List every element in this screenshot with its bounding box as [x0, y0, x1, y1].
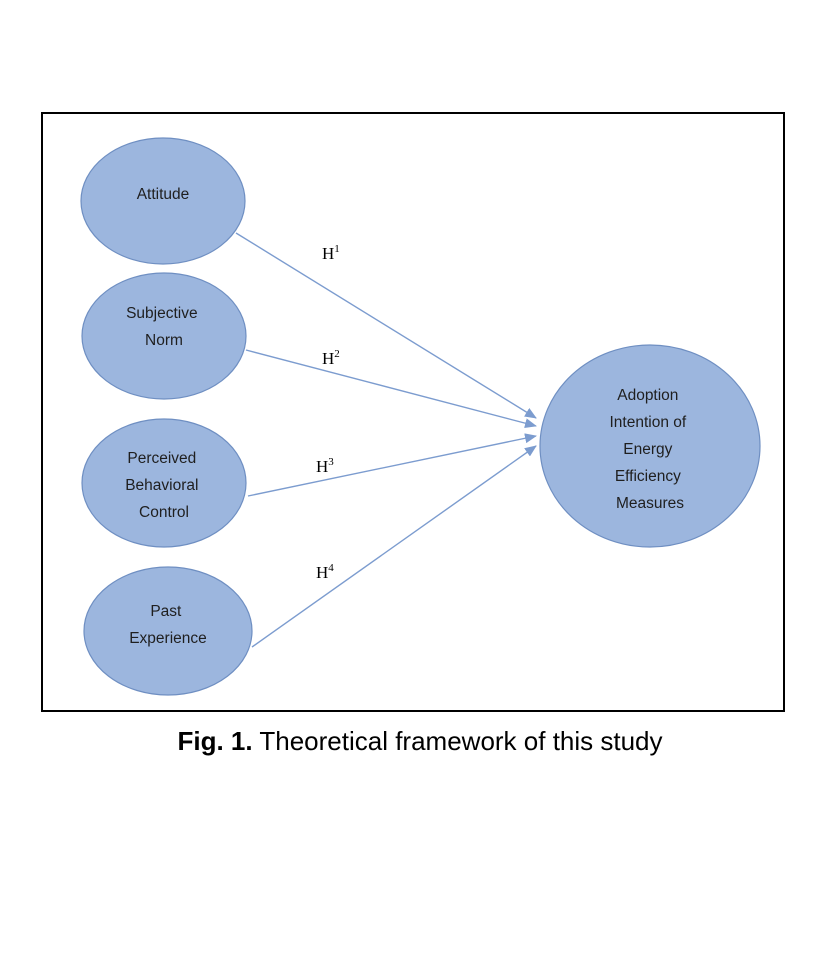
- node-adoption-intention-label: Adoption Intention of Energy Efficiency …: [609, 387, 690, 512]
- node-adoption-intention-shape: [539, 344, 761, 548]
- edge-label-h3: H3: [316, 456, 334, 476]
- edge-label-h2: H2: [322, 348, 340, 368]
- node-adoption-intention: Adoption Intention of Energy Efficiency …: [539, 344, 761, 548]
- node-attitude: Attitude: [80, 137, 246, 265]
- node-past-experience-label: Past Experience: [129, 603, 207, 647]
- node-attitude-label: Attitude: [137, 186, 190, 203]
- node-subjective-norm: Subjective Norm: [81, 272, 247, 400]
- node-attitude-shape: [80, 137, 246, 265]
- edge-label-h1: H1: [322, 243, 340, 263]
- node-past-experience: Past Experience: [83, 566, 253, 696]
- edges: [235, 232, 537, 648]
- node-subjective-norm-label: Subjective Norm: [126, 305, 202, 349]
- figure-caption: Fig. 1. Theoretical framework of this st…: [0, 726, 840, 757]
- edge-h4: [251, 445, 537, 648]
- edge-h1: [235, 232, 537, 419]
- node-perceived-behavioral-control-label: Perceived Behavioral Control: [125, 450, 203, 521]
- edge-label-h4: H4: [316, 562, 334, 582]
- node-subjective-norm-shape: [81, 272, 247, 400]
- figure-caption-label: Fig. 1.: [177, 726, 253, 756]
- edge-h2: [245, 349, 537, 429]
- node-perceived-behavioral-control: Perceived Behavioral Control: [81, 418, 247, 548]
- edge-h3: [247, 433, 537, 497]
- figure-caption-text: Theoretical framework of this study: [252, 726, 663, 756]
- node-past-experience-shape: [83, 566, 253, 696]
- edge-labels: H1 H2 H3 H4: [316, 243, 340, 582]
- node-perceived-behavioral-control-shape: [81, 418, 247, 548]
